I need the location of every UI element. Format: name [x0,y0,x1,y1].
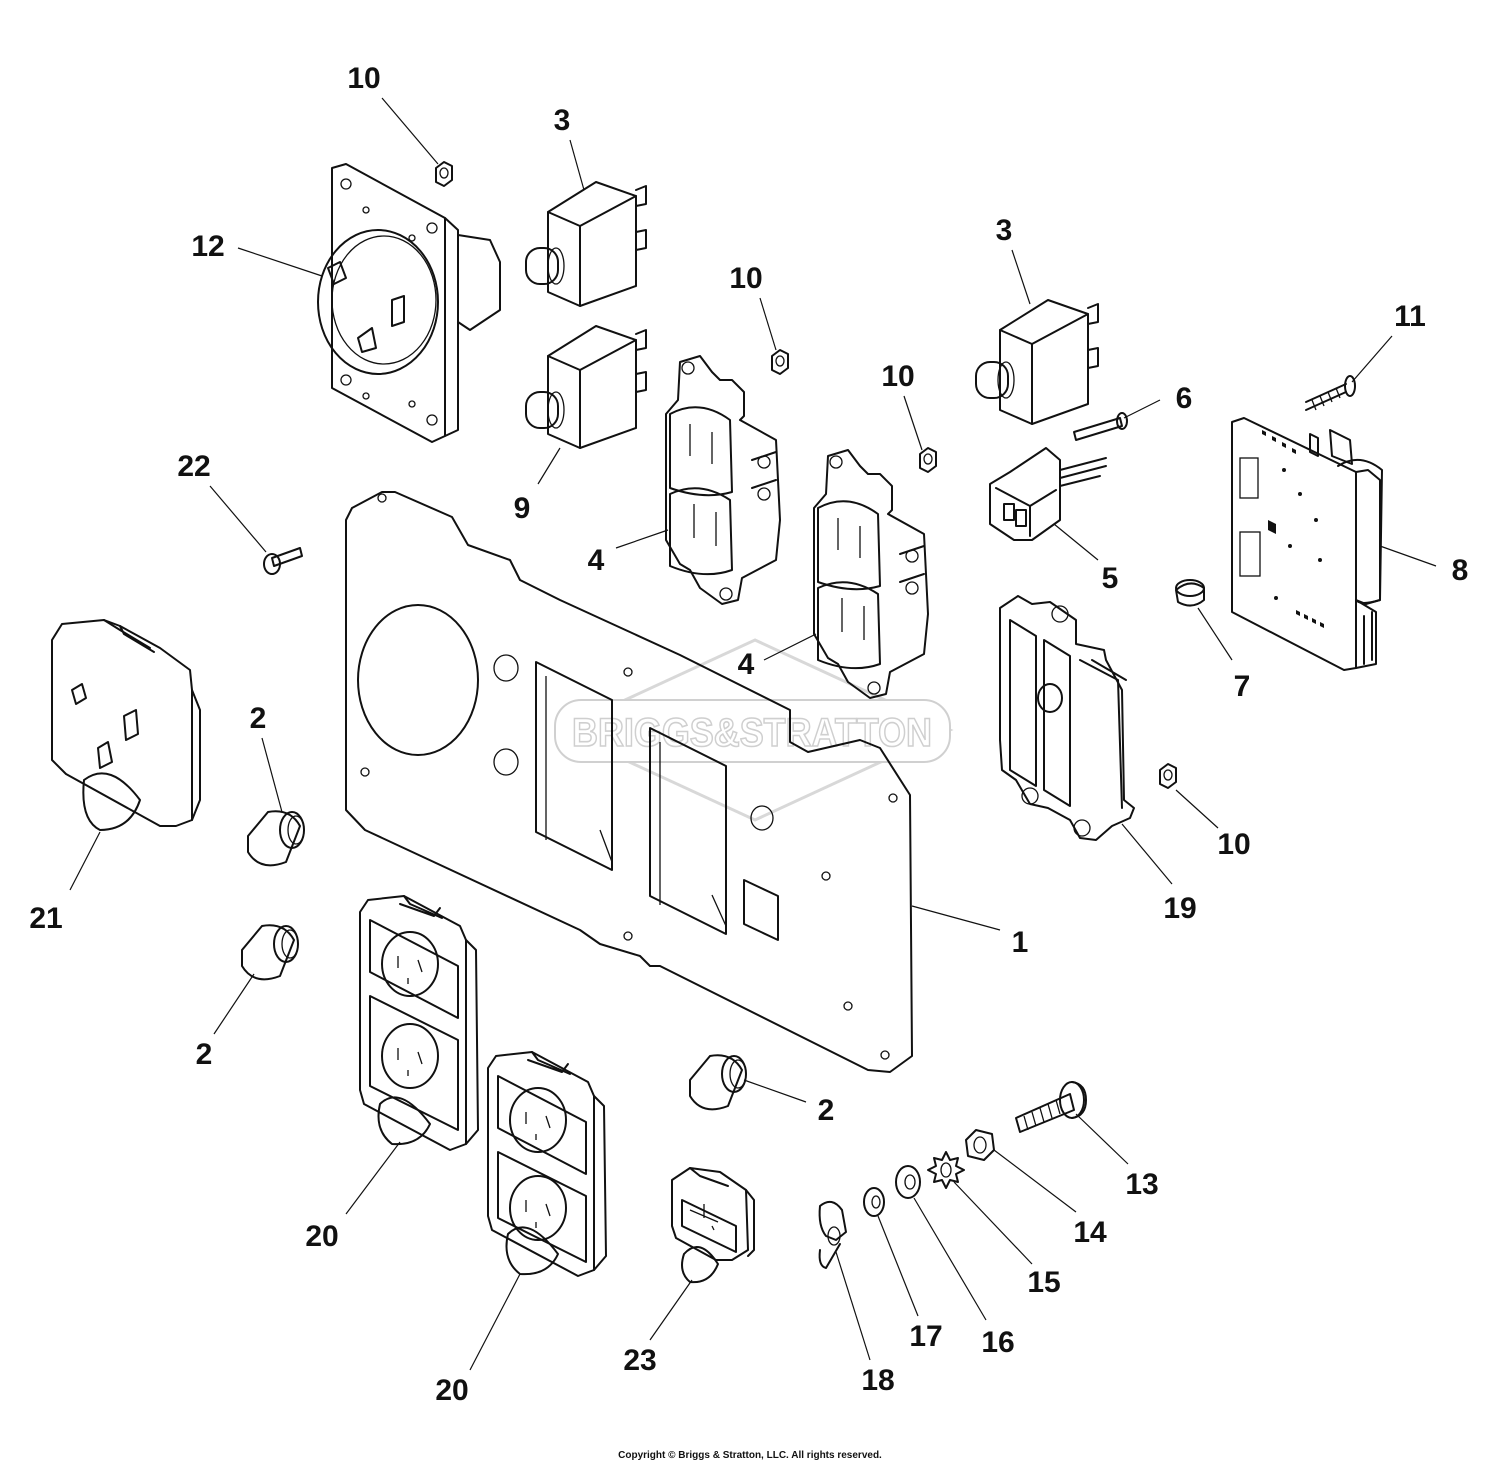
part-9-circuit-breaker [525,325,647,449]
callout-19: 19 [1163,892,1196,925]
part-4-duplex-receptacle-upper [665,355,781,605]
part-17-lock-washer [863,1187,885,1217]
part-10-hex-nut-mid [771,349,789,375]
callout-4: 4 [738,648,755,681]
callout-7: 7 [1234,670,1251,703]
callout-9: 9 [514,492,531,525]
callout-5: 5 [1102,562,1119,595]
part-21-outlet-cover [51,619,201,831]
briggs-stratton-watermark: BRIGGS&STRATTON [554,638,954,822]
callout-21: 21 [29,902,62,935]
callout-15: 15 [1027,1266,1060,1299]
callout-3: 3 [554,104,571,137]
part-20-outlet-cover-upper [359,895,479,1151]
callout-labels: 10 3 12 10 3 11 10 6 9 22 4 5 8 4 7 2 10… [29,62,1468,1407]
watermark-brand: BRIGGS&STRATTON [572,711,932,755]
part-8-control-board [1231,417,1383,671]
part-19-bracket [999,595,1135,841]
part-6-screw [1073,412,1128,441]
part-2-knob-cap-lower [689,1054,747,1111]
part-15-star-washer [927,1151,965,1189]
callout-10: 10 [881,360,914,393]
callout-1: 1 [1012,926,1029,959]
callout-2: 2 [250,702,267,735]
callout-16: 16 [981,1326,1014,1359]
part-2-knob-cap-middle [241,924,299,981]
callout-6: 6 [1176,382,1193,415]
part-4-duplex-receptacle-lower [813,449,929,699]
part-1-control-panel-plate [345,491,913,1073]
callout-10: 10 [347,62,380,95]
callout-2: 2 [818,1094,835,1127]
callout-2: 2 [196,1038,213,1071]
part-10-hex-nut-top [435,161,453,187]
part-20-outlet-cover-lower [487,1051,607,1277]
callout-18: 18 [861,1364,894,1397]
callout-12: 12 [191,230,224,263]
part-18-wing-nut [818,1200,847,1269]
callout-11: 11 [1394,300,1426,333]
callout-13: 13 [1125,1168,1158,1201]
copyright-notice: Copyright © Briggs & Stratton, LLC. All … [618,1450,882,1461]
part-10-hex-nut-lower [1159,763,1177,789]
part-14-hex-nut [965,1129,995,1161]
callout-3: 3 [996,214,1013,247]
part-3-circuit-breaker-right [975,299,1099,425]
part-7-cap [1175,579,1205,607]
part-10-hex-nut-right [919,447,937,473]
callout-17: 17 [909,1320,942,1353]
callout-20: 20 [435,1374,468,1407]
callout-22: 22 [177,450,210,483]
part-13-bolt [1015,1081,1087,1133]
callout-4: 4 [588,544,605,577]
callout-20: 20 [305,1220,338,1253]
callout-10: 10 [729,262,762,295]
callout-10: 10 [1217,828,1250,861]
part-23-usb-cover [671,1167,755,1284]
part-12-locking-receptacle [317,163,501,443]
leader-lines [69,97,1437,1371]
part-16-flat-washer [895,1165,921,1199]
callout-8: 8 [1452,554,1469,587]
callout-14: 14 [1073,1216,1107,1249]
part-22-screw [263,547,303,575]
part-5-usb-module [989,447,1107,541]
part-2-knob-cap-upper [247,810,305,867]
part-11-screw [1305,375,1356,411]
part-3-circuit-breaker-upper [525,181,647,307]
callout-23: 23 [623,1344,656,1377]
